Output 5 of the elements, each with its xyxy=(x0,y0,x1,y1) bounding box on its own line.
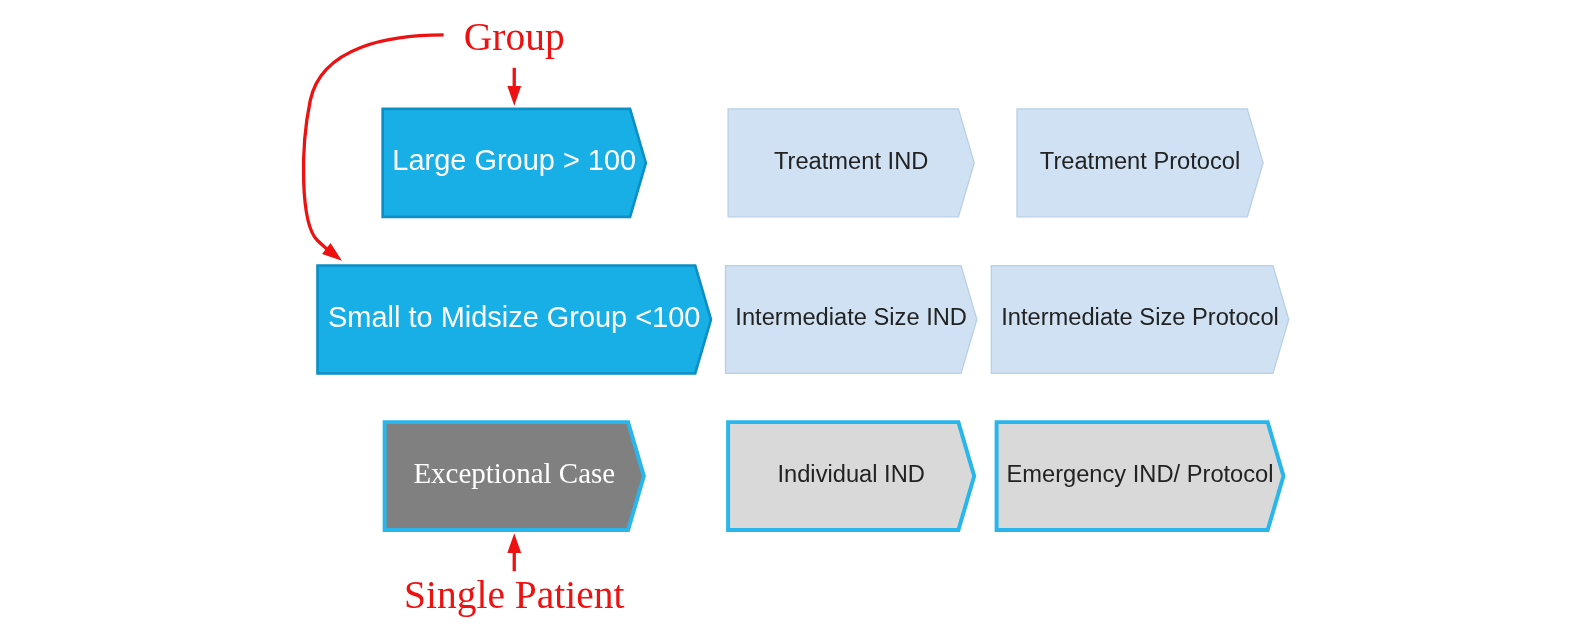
arrow xyxy=(301,33,444,261)
node-text: Group xyxy=(463,15,565,60)
arrow xyxy=(506,533,521,572)
node-text: Single Patient xyxy=(403,573,624,618)
arrow xyxy=(506,67,521,106)
